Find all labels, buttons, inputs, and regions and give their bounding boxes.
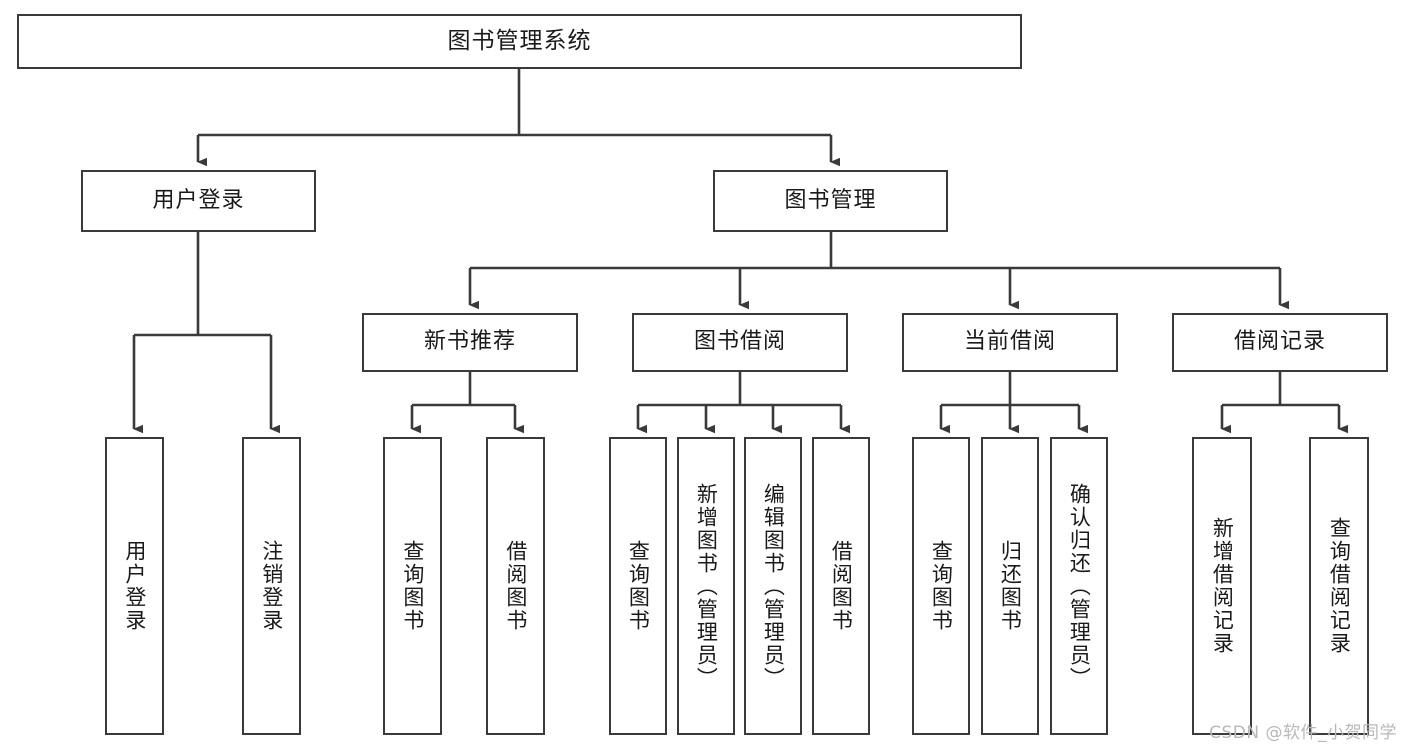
node-leaf-add-record[interactable]: 新增借阅记录 (1192, 437, 1252, 735)
node-leaf-confirm-return-label: 确认归还（管理员） (1067, 482, 1092, 690)
node-user-login[interactable]: 用户登录 (81, 170, 316, 232)
node-new-book-recommend[interactable]: 新书推荐 (362, 313, 578, 372)
node-borrow-record[interactable]: 借阅记录 (1172, 313, 1388, 372)
node-leaf-edit-book-label: 编辑图书（管理员） (761, 482, 786, 690)
node-leaf-logout-login-label: 注销登录 (259, 540, 284, 632)
node-leaf-query-record-label: 查询借阅记录 (1327, 517, 1352, 655)
node-borrow-record-label: 借阅记录 (1233, 329, 1326, 355)
node-user-login-label: 用户登录 (152, 187, 245, 213)
node-leaf-confirm-return[interactable]: 确认归还（管理员） (1050, 437, 1108, 735)
node-leaf-query-book-3[interactable]: 查询图书 (912, 437, 970, 735)
node-leaf-borrow-book-1-label: 借阅图书 (503, 540, 528, 632)
node-leaf-user-login[interactable]: 用户登录 (105, 437, 164, 735)
node-leaf-query-book-1[interactable]: 查询图书 (383, 437, 442, 735)
node-leaf-borrow-book-1[interactable]: 借阅图书 (486, 437, 545, 735)
node-leaf-query-record[interactable]: 查询借阅记录 (1309, 437, 1369, 735)
node-leaf-add-book[interactable]: 新增图书（管理员） (677, 437, 735, 735)
node-leaf-edit-book[interactable]: 编辑图书（管理员） (744, 437, 802, 735)
node-current-borrow[interactable]: 当前借阅 (902, 313, 1118, 372)
node-leaf-query-book-2-label: 查询图书 (626, 540, 651, 632)
node-leaf-add-record-label: 新增借阅记录 (1210, 517, 1235, 655)
node-leaf-borrow-book-2[interactable]: 借阅图书 (812, 437, 870, 735)
node-root-system-label: 图书管理系统 (447, 27, 592, 54)
node-current-borrow-label: 当前借阅 (963, 329, 1056, 355)
node-leaf-return-book[interactable]: 归还图书 (981, 437, 1039, 735)
node-new-book-recommend-label: 新书推荐 (423, 329, 516, 355)
node-leaf-return-book-label: 归还图书 (998, 540, 1023, 632)
node-leaf-query-book-1-label: 查询图书 (400, 540, 425, 632)
node-root-system[interactable]: 图书管理系统 (17, 14, 1022, 69)
node-leaf-borrow-book-2-label: 借阅图书 (829, 540, 854, 632)
node-book-borrow[interactable]: 图书借阅 (632, 313, 848, 372)
node-leaf-query-book-3-label: 查询图书 (929, 540, 954, 632)
node-leaf-add-book-label: 新增图书（管理员） (694, 482, 719, 690)
node-book-management[interactable]: 图书管理 (713, 170, 948, 232)
node-leaf-query-book-2[interactable]: 查询图书 (609, 437, 667, 735)
node-leaf-user-login-label: 用户登录 (122, 540, 147, 632)
node-book-management-label: 图书管理 (784, 187, 877, 213)
watermark: CSDN @软件_小贺同学 (1209, 723, 1397, 743)
node-leaf-logout-login[interactable]: 注销登录 (242, 437, 301, 735)
node-book-borrow-label: 图书借阅 (693, 329, 786, 355)
